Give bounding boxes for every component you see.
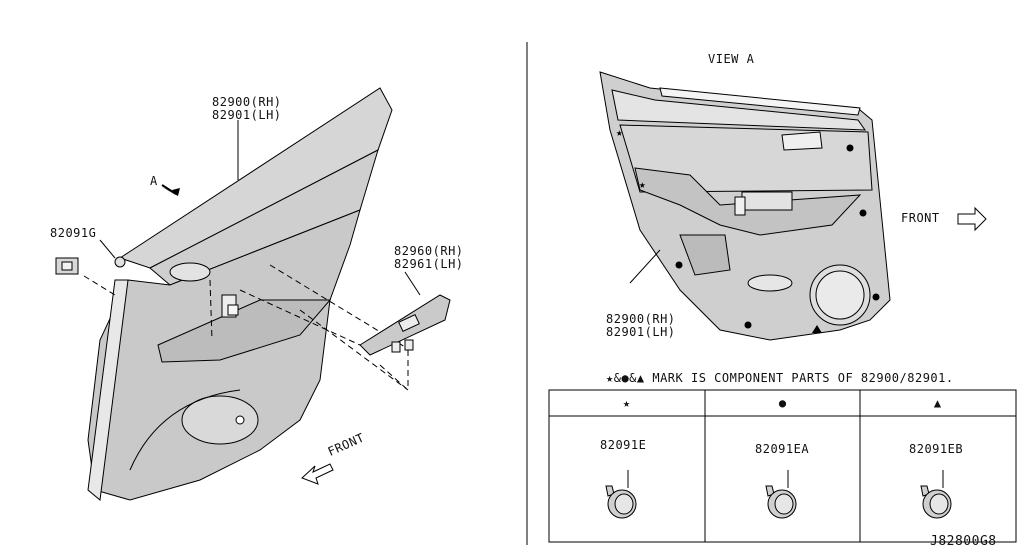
- legend-symbol-star: ★: [622, 396, 631, 410]
- clip-82091g-drawing: [55, 257, 79, 275]
- right-panel-part-rh: 82900(RH): [606, 312, 676, 326]
- left-panel-part-lh: 82901(LH): [212, 108, 282, 122]
- switch-part-rh: 82960(RH): [394, 244, 464, 258]
- legend-part-82091ea: 82091EA: [755, 442, 810, 456]
- switch-part-lh: 82961(LH): [394, 257, 464, 271]
- door-trim-exploded: [87, 87, 393, 501]
- legend-symbol-circle: ●: [778, 396, 787, 410]
- view-a-leader: [629, 249, 661, 284]
- view-a-arrow-label: A: [150, 174, 158, 188]
- legend-part-82091eb: 82091EB: [909, 442, 964, 456]
- clip-part-label: 82091G: [50, 226, 97, 240]
- door-trim-view-a: [599, 71, 891, 341]
- front-arrow-left: [301, 463, 334, 485]
- star-mark: ★: [616, 126, 623, 139]
- view-a-mark-symbols: [675, 144, 880, 333]
- legend-table: [548, 389, 1017, 543]
- view-a-title: VIEW A: [708, 52, 755, 66]
- star-mark: ★: [639, 178, 646, 191]
- view-a-arrow: [161, 184, 180, 196]
- left-panel-part-rh: 82900(RH): [212, 95, 282, 109]
- right-front-label: FRONT: [901, 211, 940, 225]
- assembly-dashes: [83, 264, 411, 391]
- legend-caption: ★&●&▲ MARK IS COMPONENT PARTS OF 82900/8…: [606, 371, 954, 385]
- legend-part-82091e: 82091E: [600, 438, 647, 452]
- right-panel-part-lh: 82901(LH): [606, 325, 676, 339]
- legend-symbol-triangle: ▲: [933, 396, 942, 410]
- left-leaders: [99, 120, 421, 296]
- front-arrow-right: [957, 206, 987, 232]
- window-switch-drawing: [359, 294, 451, 356]
- view-a-star-marks: ★ ★: [616, 126, 646, 191]
- diagram-id: J82800G8: [930, 534, 997, 549]
- fastener-drawings: [605, 470, 952, 519]
